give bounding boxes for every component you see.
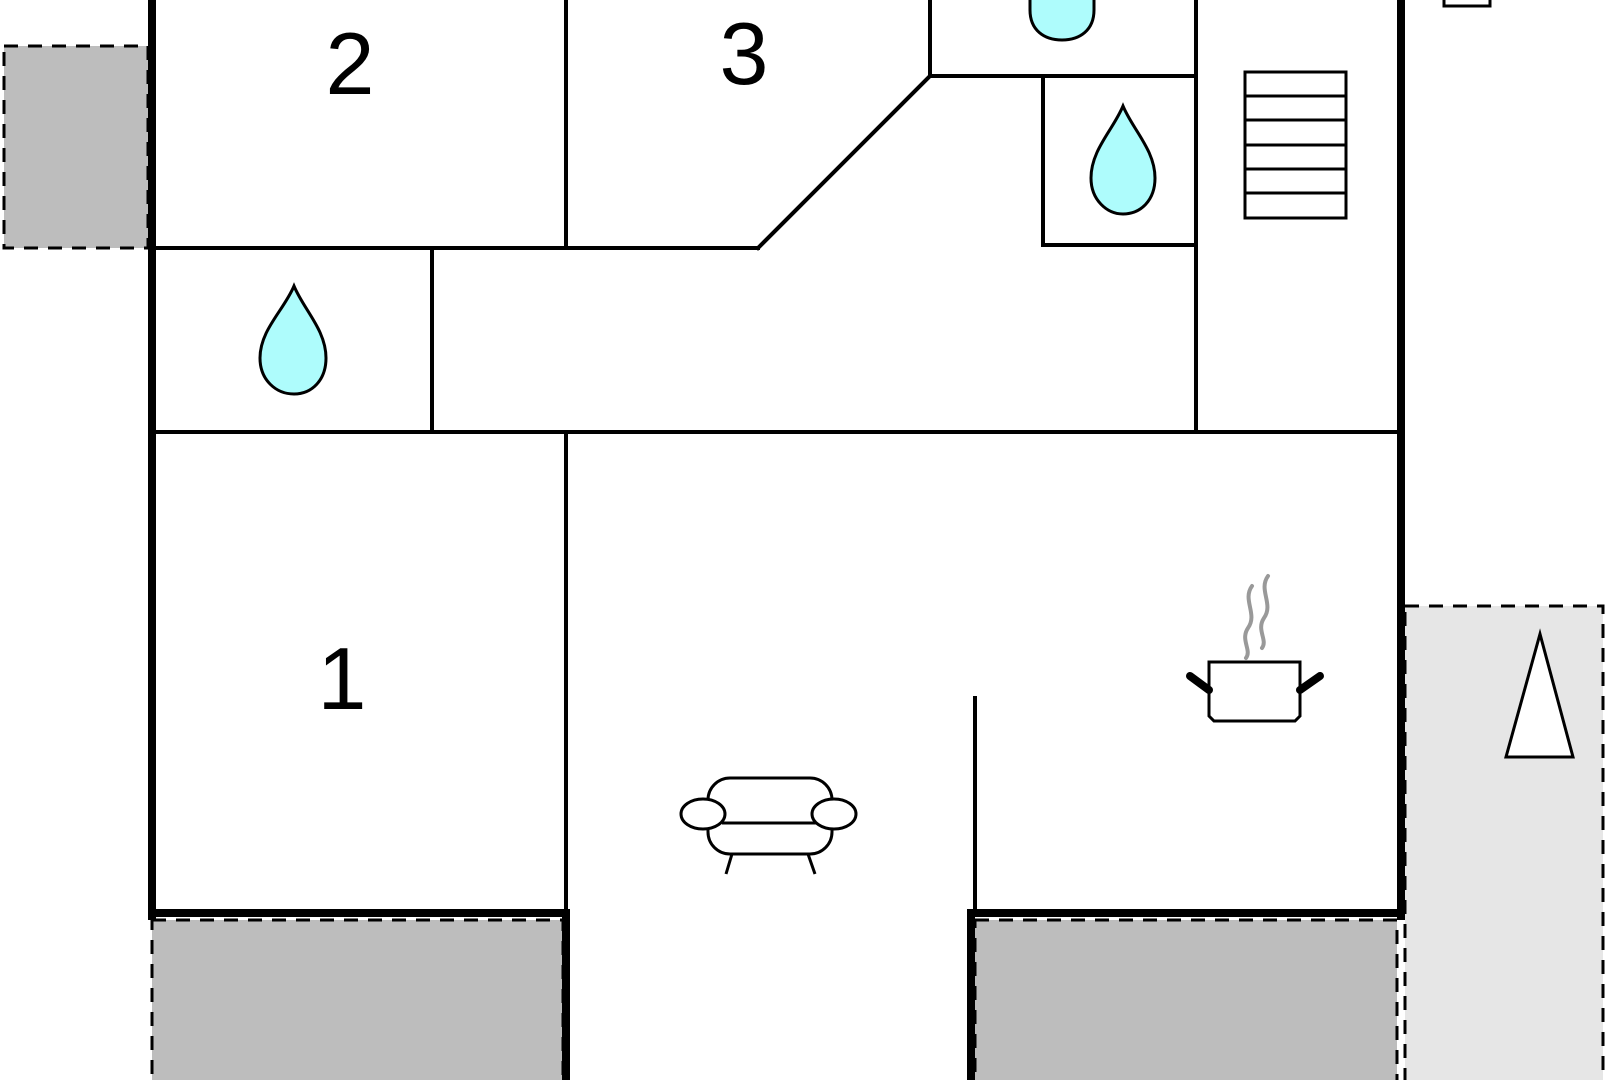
walls bbox=[148, 0, 1405, 1080]
tree-icon bbox=[1504, 628, 1575, 759]
terrace-right bbox=[1403, 604, 1605, 1080]
cooking-pot-icon bbox=[1186, 574, 1324, 723]
terrace-left-top bbox=[2, 44, 150, 250]
water-drop-icon bbox=[1028, 0, 1096, 42]
stairs-icon bbox=[1243, 70, 1348, 220]
terrace-bottom-right bbox=[973, 918, 1399, 1080]
water-drop-icon bbox=[1089, 102, 1157, 216]
terraces bbox=[2, 44, 1605, 1080]
exterior-marker bbox=[1442, 0, 1492, 8]
terrace-bottom-left bbox=[150, 918, 565, 1080]
room-label-1: 1 bbox=[318, 629, 367, 728]
room-label-2: 2 bbox=[326, 14, 375, 113]
room-label-3: 3 bbox=[720, 4, 769, 103]
sofa-icon bbox=[679, 776, 858, 875]
water-drop-icon bbox=[258, 282, 328, 396]
